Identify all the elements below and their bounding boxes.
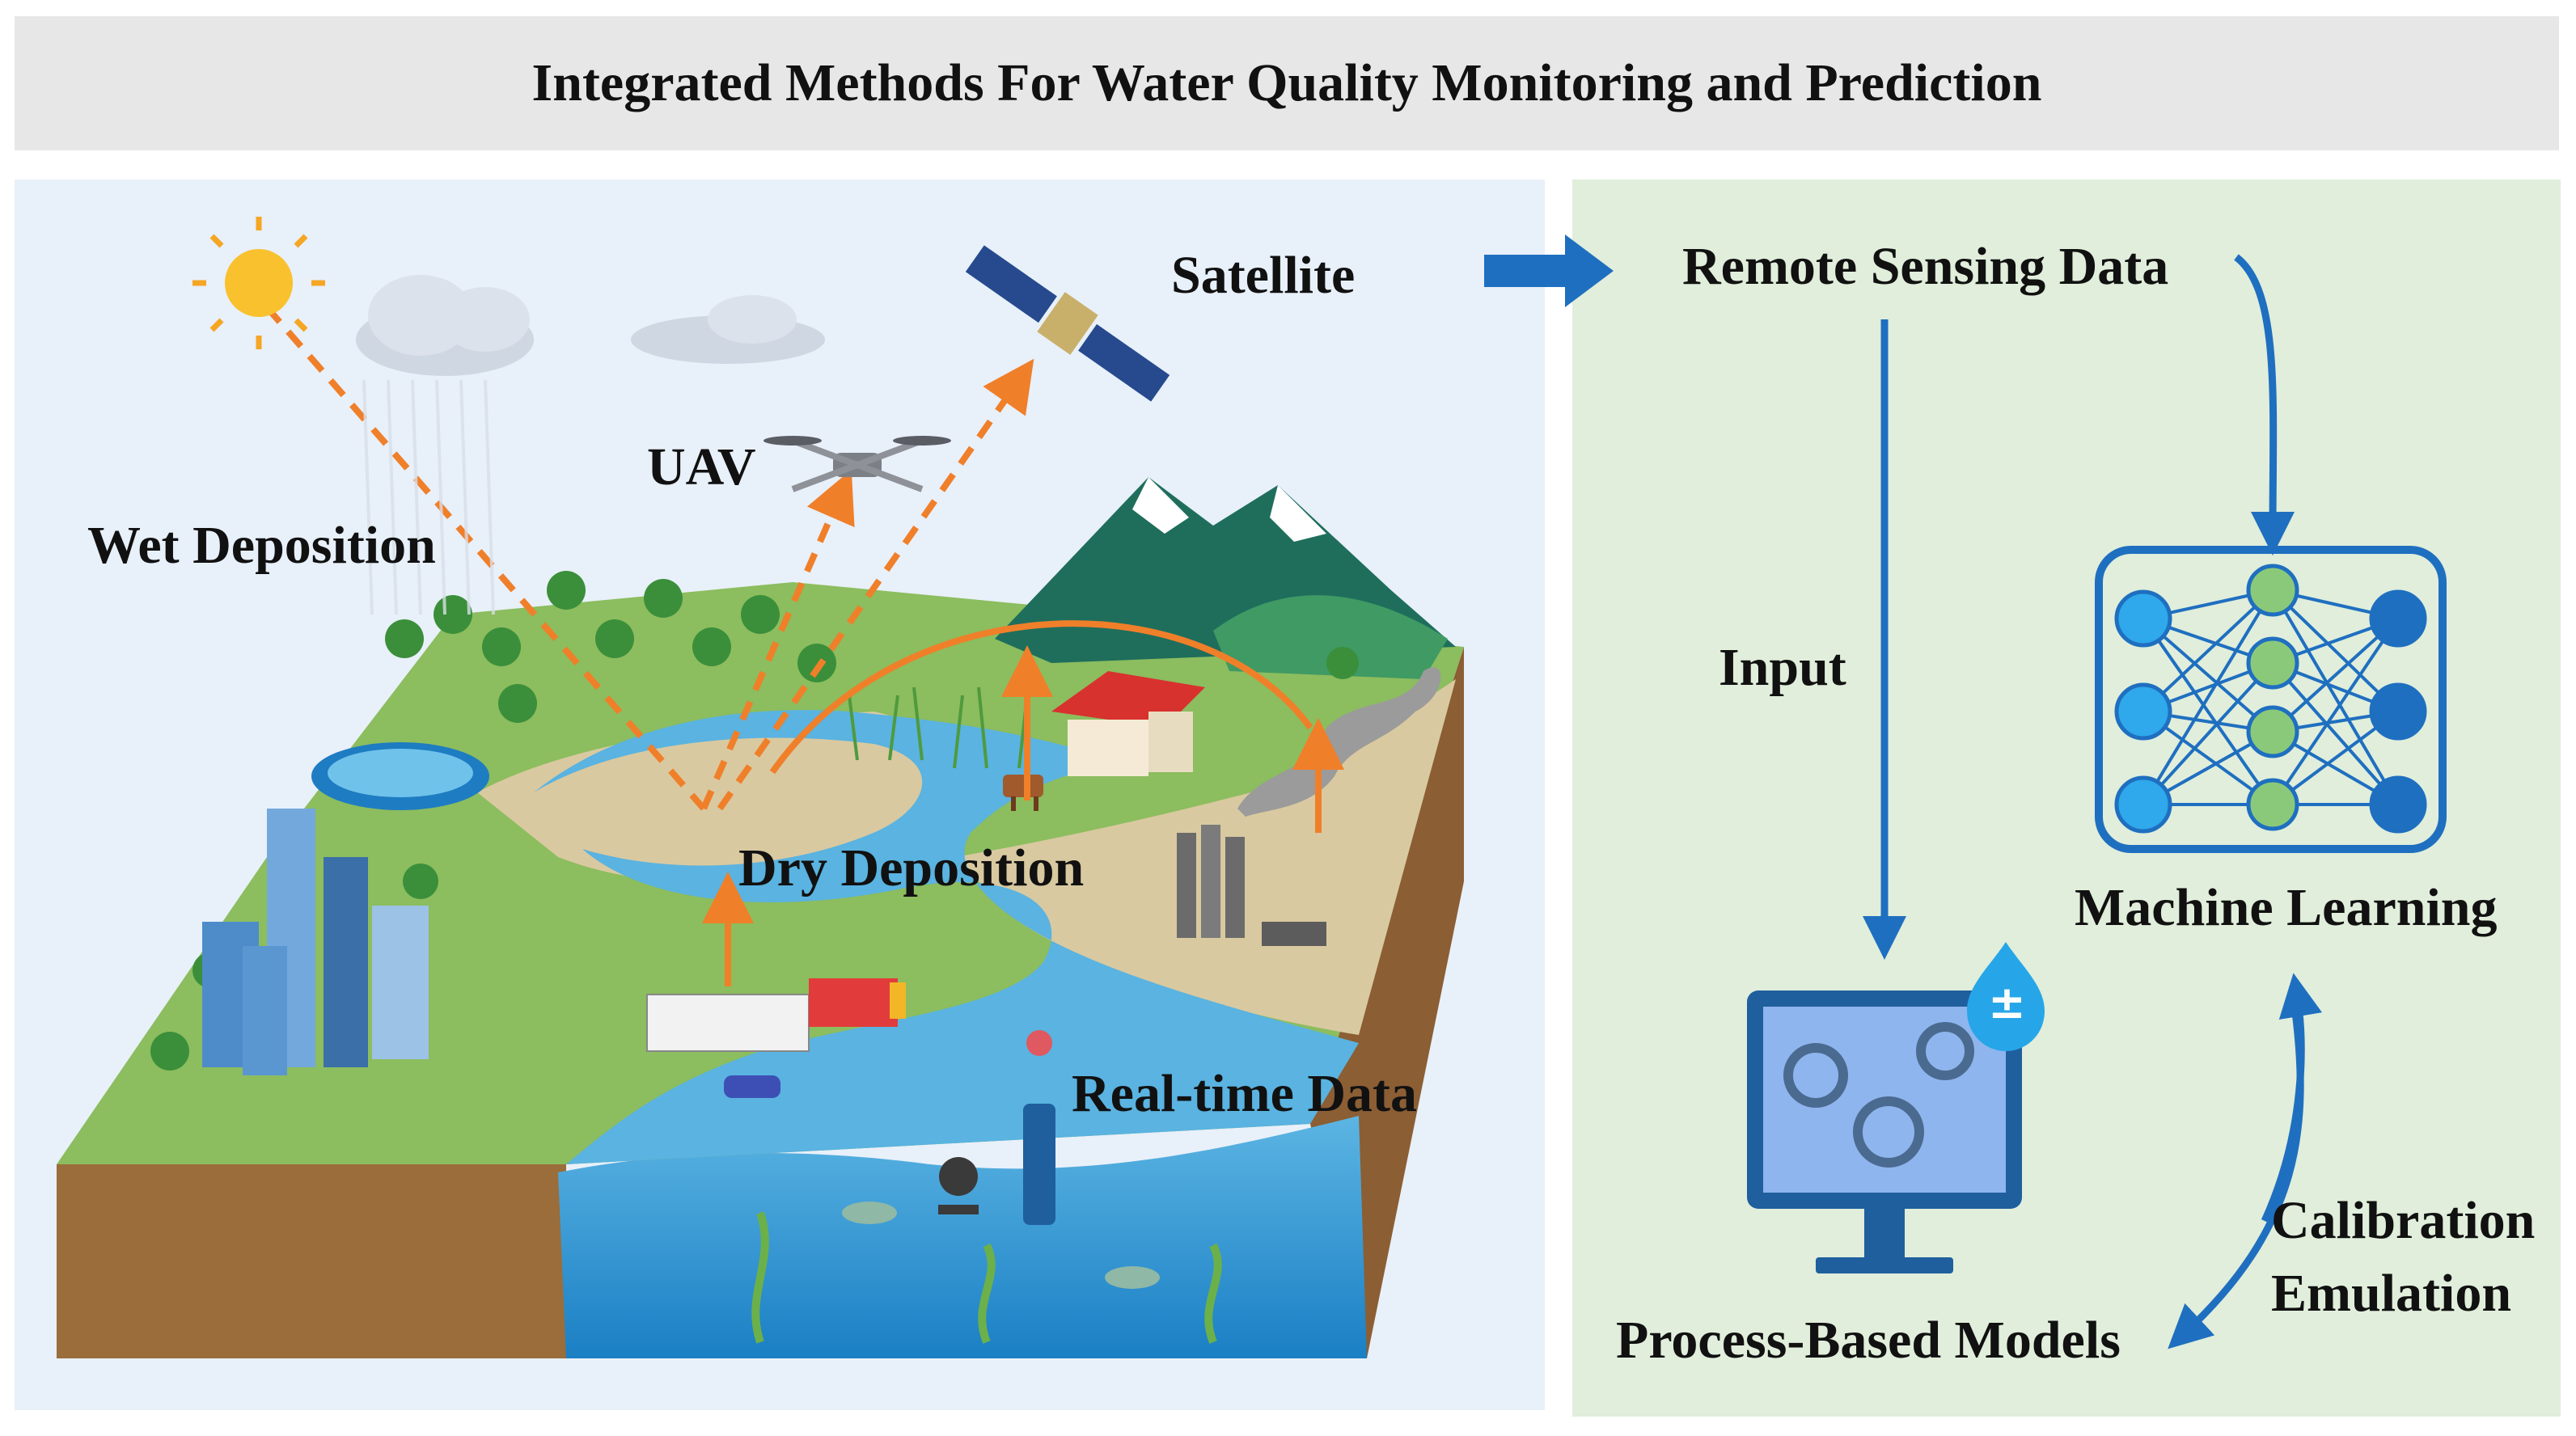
drone-icon [763, 436, 951, 492]
sun-icon [192, 217, 325, 349]
house [1051, 671, 1205, 776]
satellite-icon [965, 245, 1170, 402]
cow [1003, 775, 1043, 811]
label-wet-deposition: Wet Deposition [87, 516, 436, 575]
label-dry-deposition: Dry Deposition [738, 838, 1085, 898]
underwater [751, 1030, 1222, 1344]
cloud-icon [356, 275, 534, 615]
city-buildings [202, 809, 429, 1075]
arrow-right-icon [1484, 234, 1614, 307]
computer-icon [1747, 942, 2045, 1273]
label-machine-learning: Machine Learning [2075, 878, 2498, 937]
label-uav: UAV [647, 437, 756, 496]
label-input: Input [1719, 638, 1846, 697]
mountains [995, 477, 1456, 679]
label-remote-sensing-data: Remote Sensing Data [1682, 237, 2169, 296]
drop-badge: ± [1988, 977, 2026, 1029]
label-satellite: Satellite [1171, 246, 1356, 305]
cloud-icon [631, 295, 825, 364]
label-process-based-models: Process-Based Models [1616, 1311, 2121, 1370]
factory [646, 978, 906, 1098]
neural-network-icon [2095, 546, 2447, 853]
reeds [848, 686, 1029, 769]
page-title: Integrated Methods For Water Quality Mon… [531, 53, 2042, 112]
deposition-arrows [264, 305, 1344, 986]
title-bar: Integrated Methods For Water Quality Mon… [15, 16, 2559, 150]
label-emulation: Emulation [2271, 1264, 2512, 1323]
label-real-time-data: Real-time Data [1072, 1064, 1418, 1123]
workflow-arrows [1863, 254, 2323, 1349]
water-drop-icon [1967, 942, 2045, 1051]
gear-icon [1783, 1022, 1974, 1168]
label-calibration: Calibration [2271, 1191, 2536, 1250]
